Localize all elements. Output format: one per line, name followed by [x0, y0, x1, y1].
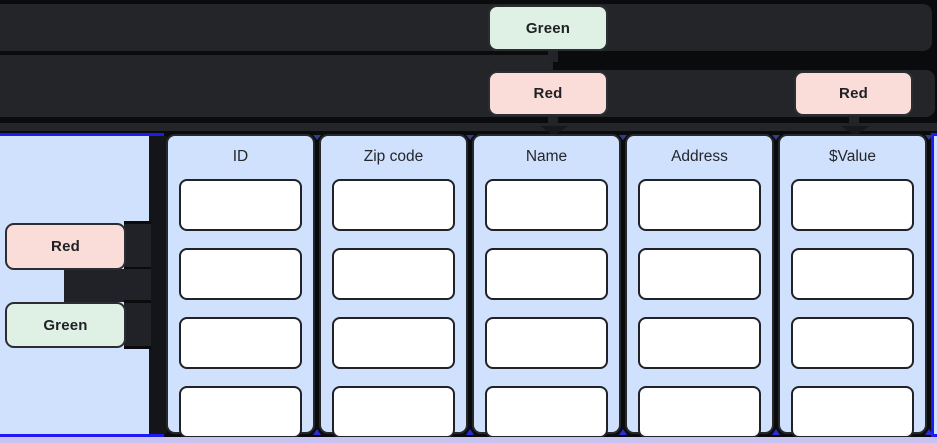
anchor-icon[interactable]: [466, 135, 474, 140]
cell-box[interactable]: [179, 179, 302, 231]
cell-box[interactable]: [638, 179, 761, 231]
anchor-icon[interactable]: [772, 429, 780, 435]
cell-box[interactable]: [332, 248, 455, 300]
column-name[interactable]: Name: [472, 134, 621, 438]
badge-green-top-label: Green: [525, 19, 571, 37]
column-value-header: $Value: [828, 148, 877, 165]
anchor-icon[interactable]: [619, 135, 627, 140]
column-name-header: Name: [525, 148, 568, 165]
column-value[interactable]: $Value: [778, 134, 927, 438]
arrow-down-icon: [841, 126, 869, 136]
lane-middle[interactable]: [0, 70, 935, 117]
anchor-icon[interactable]: [313, 429, 321, 435]
cell-box[interactable]: [791, 386, 914, 438]
anchor-icon[interactable]: [925, 429, 933, 435]
cell-box[interactable]: [791, 317, 914, 369]
anchor-icon[interactable]: [313, 135, 321, 140]
column-id-header: ID: [232, 148, 249, 165]
red2-connector-stub: [849, 112, 859, 127]
badge-red-top-2-label: Red: [839, 85, 868, 102]
badge-red-top-1[interactable]: Red: [488, 71, 608, 116]
cell-box[interactable]: [179, 248, 302, 300]
anchor-icon[interactable]: [772, 135, 780, 140]
cell-box[interactable]: [485, 317, 608, 369]
left-green-connector: [124, 300, 151, 349]
column-zip-code-header: Zip code: [363, 148, 424, 165]
column-zip-code[interactable]: Zip code: [319, 134, 468, 438]
cell-box[interactable]: [179, 317, 302, 369]
badge-red-top-1-label: Red: [533, 85, 563, 102]
badge-red-left-label: Red: [51, 238, 80, 255]
cell-box[interactable]: [332, 179, 455, 231]
cell-box[interactable]: [485, 248, 608, 300]
badge-red-left[interactable]: Red: [5, 223, 126, 270]
cell-box[interactable]: [638, 248, 761, 300]
anchor-icon[interactable]: [466, 429, 474, 435]
anchor-icon[interactable]: [619, 429, 627, 435]
bottom-strip: [0, 437, 937, 443]
lane-top[interactable]: [0, 4, 932, 51]
cell-box[interactable]: [332, 317, 455, 369]
cell-box[interactable]: [179, 386, 302, 438]
left-red-connector: [124, 221, 151, 270]
anchor-icon[interactable]: [925, 135, 933, 140]
arrow-down-icon: [540, 126, 568, 136]
cell-box[interactable]: [638, 317, 761, 369]
right-panel-sliver[interactable]: [931, 133, 937, 437]
left-panel-connector-bar: [149, 136, 167, 434]
red-connector-pipe: [0, 122, 937, 131]
cell-box[interactable]: [332, 386, 455, 438]
cell-box[interactable]: [638, 386, 761, 438]
badge-green-left[interactable]: Green: [5, 302, 126, 348]
cell-box[interactable]: [791, 248, 914, 300]
cell-box[interactable]: [485, 386, 608, 438]
cell-box[interactable]: [791, 179, 914, 231]
badge-green-top[interactable]: Green: [488, 5, 608, 51]
column-address-header: Address: [671, 148, 728, 165]
left-bridge-connector: [64, 269, 151, 302]
green-connector-pipe: [0, 55, 553, 70]
badge-red-top-2[interactable]: Red: [794, 71, 913, 116]
cell-box[interactable]: [485, 179, 608, 231]
badge-green-left-label: Green: [43, 316, 88, 334]
column-id[interactable]: ID: [166, 134, 315, 438]
column-address[interactable]: Address: [625, 134, 774, 438]
red1-connector-stub: [548, 112, 558, 127]
